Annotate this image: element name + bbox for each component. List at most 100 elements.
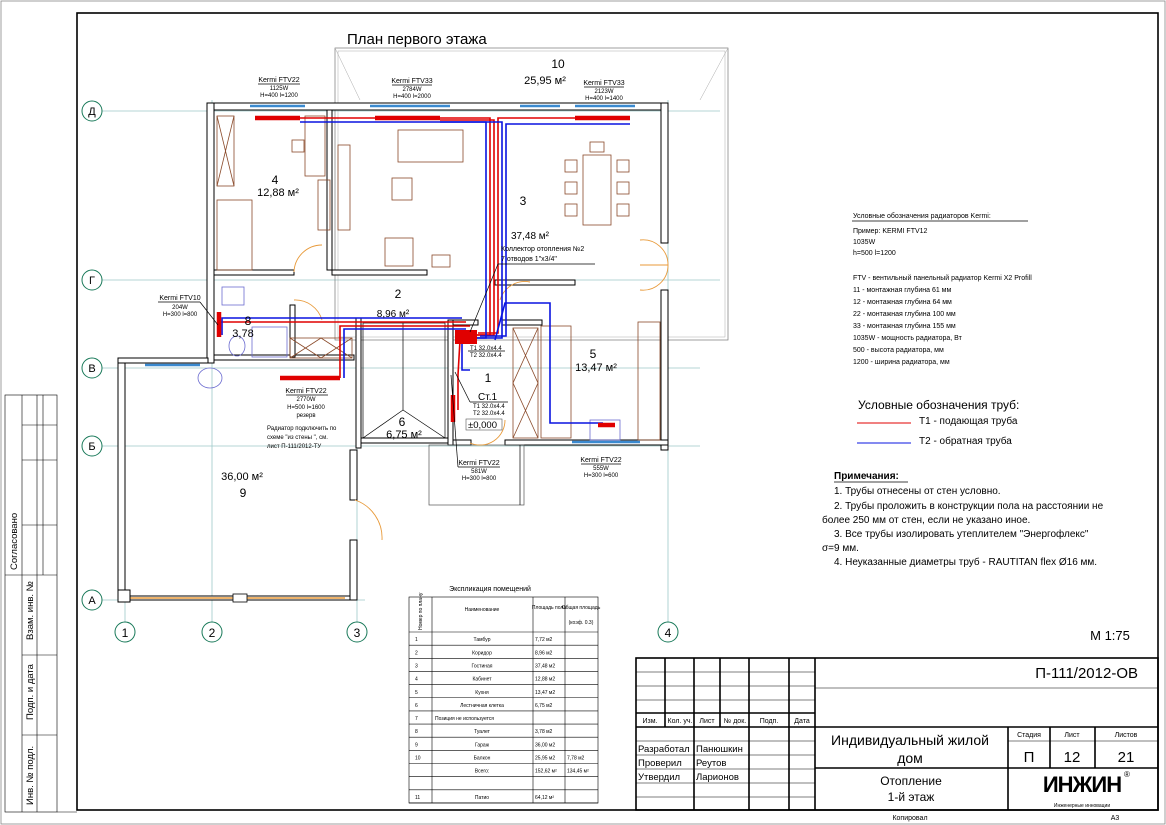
svg-text:2: 2	[395, 287, 402, 301]
svg-text:Листов: Листов	[1115, 732, 1138, 739]
svg-text:Т1 - подающая труба: Т1 - подающая труба	[919, 415, 1018, 427]
svg-text:12,88 м²: 12,88 м²	[257, 187, 299, 199]
cell-total: 134,45 м²	[567, 769, 589, 775]
svg-text:Ларионов: Ларионов	[696, 772, 739, 783]
cell-area: 6,75 м2	[535, 703, 553, 709]
svg-text:σ=9 мм.: σ=9 мм.	[822, 543, 859, 554]
svg-text:Наименование: Наименование	[465, 607, 500, 613]
axis-marker-col: 1 2 3 4	[114, 621, 679, 643]
cell-area: 36,00 м2	[535, 742, 555, 748]
scale-label: М 1:75	[1090, 628, 1130, 643]
explication-table: Экспликация помещений Номер по плану Наи…	[408, 585, 601, 804]
svg-text:Пример: KERMI FTV12: Пример: KERMI FTV12	[853, 228, 928, 235]
svg-text:H=300 l=600: H=300 l=600	[584, 473, 619, 479]
svg-text:А3: А3	[1111, 815, 1120, 822]
svg-text:Д: Д	[88, 106, 96, 118]
cell-n: 10	[415, 756, 421, 762]
svg-text:33 - монтажная глубина 155 мм: 33 - монтажная глубина 155 мм	[853, 322, 956, 330]
level-mark: ±0,000	[468, 420, 497, 431]
building-walls	[117, 102, 669, 601]
cell-name: Гараж	[475, 742, 490, 748]
cell-name: Кухня	[475, 690, 489, 696]
cell-n: 1	[415, 637, 418, 643]
svg-text:Т2 - обратная труба: Т2 - обратная труба	[919, 435, 1012, 447]
cell-n: 7	[415, 716, 418, 722]
explication-title: Экспликация помещений	[449, 585, 531, 593]
cell-area: 64,12 м²	[535, 795, 554, 801]
svg-text:22 - монтажная глубина 100 мм: 22 - монтажная глубина 100 мм	[853, 310, 956, 318]
svg-text:В: В	[88, 363, 95, 375]
cell-name: Туалет	[474, 729, 491, 735]
cell-n: 11	[415, 795, 420, 801]
radiator-labels: Kermi FTV22 1125W H=400 l=1200 Kermi FTV…	[158, 77, 625, 482]
svg-text:500 - высота радиатора, мм: 500 - высота радиатора, мм	[853, 347, 944, 354]
svg-text:1035W - мощность радиатора, Вт: 1035W - мощность радиатора, Вт	[853, 335, 963, 342]
cell-total: 7,78 м2	[567, 756, 585, 762]
svg-text:1-й этаж: 1-й этаж	[888, 790, 935, 804]
radiator-note: Радиатор подключить по схеме "из стены "…	[267, 426, 337, 450]
svg-text:36,00 м²: 36,00 м²	[221, 471, 263, 483]
table-row: 9 Гараж 36,00 м2	[409, 742, 598, 751]
radiator-label: Kermi FTV22 2770W H=500 l=1600 резерв	[285, 388, 328, 419]
svg-text:9: 9	[240, 486, 247, 500]
svg-text:Kermi FTV33: Kermi FTV33	[391, 78, 432, 85]
radiator-label: Kermi FTV22 555W H=300 l=600	[580, 457, 621, 479]
svg-text:6: 6	[399, 415, 406, 429]
cell-name: Коридор	[472, 650, 492, 656]
table-row: 8 Туалет 3,78 м2	[409, 729, 598, 738]
pipe-return	[221, 121, 630, 424]
svg-text:10: 10	[551, 57, 565, 71]
svg-text:1: 1	[122, 626, 129, 640]
svg-text:Инженерные инновации: Инженерные инновации	[1054, 803, 1110, 809]
svg-text:12 - монтажная глубина 64 мм: 12 - монтажная глубина 64 мм	[853, 298, 952, 306]
svg-text:Панюшкин: Панюшкин	[696, 744, 743, 755]
svg-text:Kermi FTV33: Kermi FTV33	[583, 80, 624, 87]
cell-area: 13,47 м2	[535, 690, 555, 696]
collector	[455, 330, 477, 344]
svg-text:А: А	[88, 595, 96, 607]
svg-text:2. Трубы проложить в конструкц: 2. Трубы проложить в конструкции пола на…	[834, 500, 1104, 512]
svg-text:1035W: 1035W	[853, 239, 876, 246]
svg-text:Kermi FTV22: Kermi FTV22	[458, 460, 499, 467]
svg-text:Kermi FTV22: Kermi FTV22	[580, 457, 621, 464]
radiator-label: Kermi FTV10 204W H=300 l=800	[158, 295, 219, 326]
svg-text:Номер по плану: Номер по плану	[418, 592, 424, 630]
svg-text:ИНЖИН: ИНЖИН	[1043, 772, 1121, 797]
cell-n: 4	[415, 677, 418, 683]
svg-text:Проверил: Проверил	[638, 758, 682, 769]
cell-n: 5	[415, 690, 418, 696]
svg-text:4: 4	[272, 173, 279, 187]
cell-name: Патио	[475, 795, 489, 801]
svg-text:11 - монтажная глубина 61 мм: 11 - монтажная глубина 61 мм	[853, 286, 951, 294]
pipe-legend: Условные обозначения труб: Т1 - подающая…	[857, 398, 1019, 447]
stamp-sign-date: Подп. и дата	[25, 663, 36, 720]
sheet-frame	[76, 12, 1159, 811]
grid-axes: Д Г В Б А 1 2 3 4	[81, 100, 720, 643]
svg-text:Кол. уч.: Кол. уч.	[668, 718, 693, 725]
svg-text:(коэф. 0.3): (коэф. 0.3)	[569, 620, 594, 626]
svg-text:25,95 м²: 25,95 м²	[524, 75, 566, 87]
cell-area: 3,78 м2	[535, 729, 553, 735]
cell-n: 8	[415, 729, 418, 735]
stamp-replace-inv: Взам. инв. №	[25, 581, 36, 640]
table-row: 11 Патио 64,12 м²	[409, 795, 598, 804]
cell-n: 9	[415, 742, 418, 748]
svg-text:21: 21	[1118, 749, 1135, 766]
svg-text:Г: Г	[89, 275, 95, 287]
collector-label: Коллектор отопления №2 7 отводов 1"х3/4"…	[454, 246, 595, 431]
svg-text:555W: 555W	[593, 466, 609, 472]
svg-text:резерв: резерв	[296, 413, 315, 419]
radiator-label: Kermi FTV33 2784W H=400 l=2000	[391, 78, 432, 100]
svg-text:37,48 м²: 37,48 м²	[511, 231, 550, 242]
cell-area: 152,62 м²	[535, 769, 557, 775]
company-logo: ИНЖИН Инженерные инновации ®	[1040, 770, 1130, 809]
svg-text:4: 4	[665, 626, 672, 640]
svg-text:Лист: Лист	[699, 718, 715, 725]
svg-text:h=500 l=1200: h=500 l=1200	[853, 250, 896, 257]
document-code: П-111/2012-ОВ	[1035, 665, 1138, 682]
title-block: Изм. Кол. уч. Лист № док. Подп. Дата Раз…	[635, 657, 1159, 822]
